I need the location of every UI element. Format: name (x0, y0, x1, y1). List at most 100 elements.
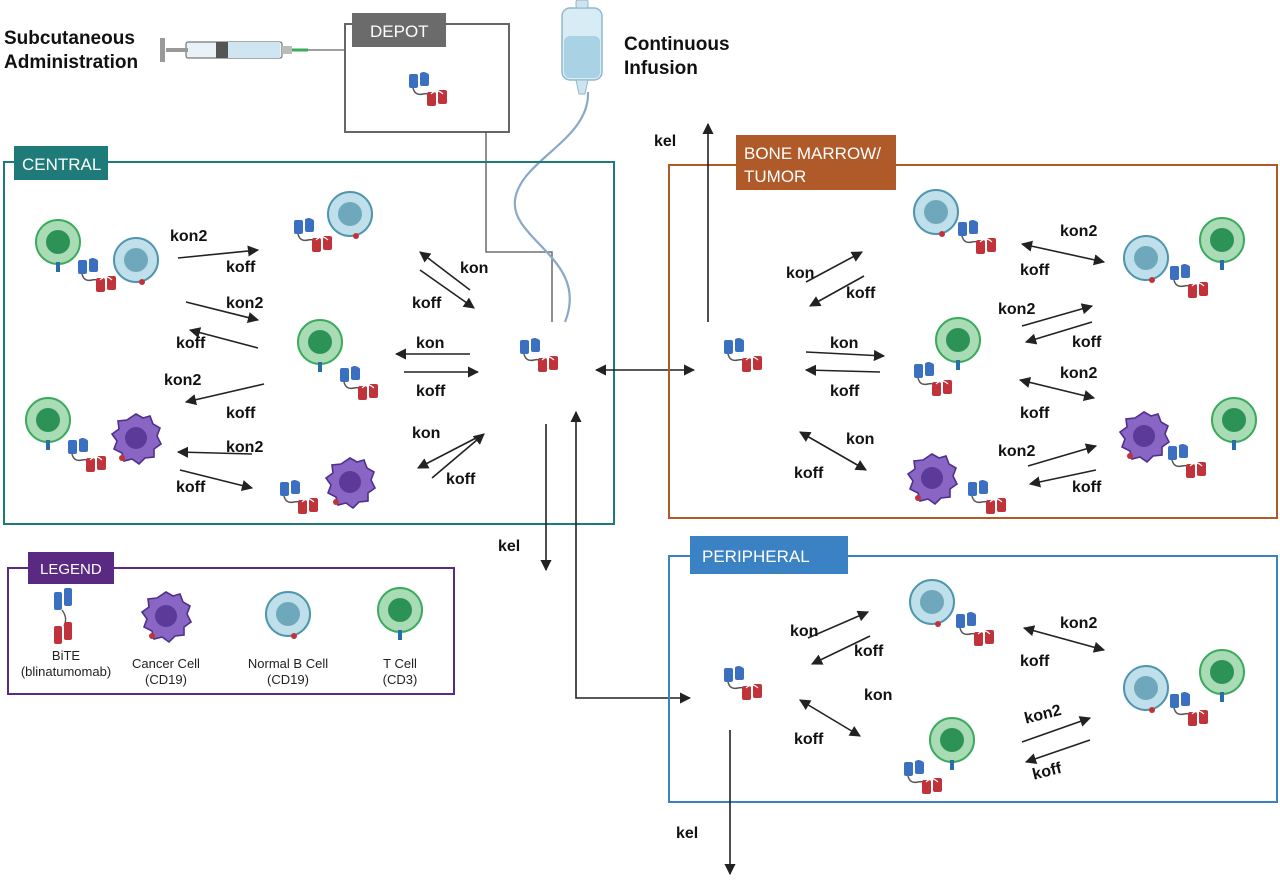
bm-free-bite-icon (723, 336, 763, 373)
bcell-icon (913, 189, 959, 238)
bcell-icon (909, 579, 955, 628)
rate-label: koff (176, 479, 206, 496)
bcell-icon (327, 191, 373, 240)
bite-icon (339, 364, 379, 401)
legend-box (7, 567, 455, 695)
depot-label: DEPOT (370, 22, 429, 41)
legend-cancer-cell-icon (141, 591, 192, 643)
bite-icon (1167, 442, 1207, 479)
peripheral-free-bite-icon (723, 664, 763, 701)
depot-tag (352, 13, 446, 47)
rate-label: kon (416, 335, 444, 352)
rate-label: koff (830, 383, 860, 400)
rate-label: kon2 (170, 228, 207, 245)
infusion-label: Continuous (624, 34, 730, 55)
peripheral-tag (690, 536, 848, 574)
rate-label: kon (790, 623, 818, 640)
bm-kel-label: kel (654, 133, 676, 150)
rate-label: kon2 (226, 295, 263, 312)
rate-label: kon2 (998, 443, 1035, 460)
rate-label: koff (446, 471, 476, 488)
bcell-icon (1123, 235, 1169, 284)
rate-label: koff (1020, 653, 1050, 670)
rate-label: koff (226, 405, 256, 422)
bone-marrow-tag (736, 135, 896, 190)
tcell-icon (935, 317, 981, 371)
bite-icon (1169, 690, 1209, 727)
rate-label: kon (412, 425, 440, 442)
rate-label: kon (786, 265, 814, 282)
legend-bite-icon (54, 588, 72, 644)
bcell-icon (1123, 665, 1169, 714)
bite-icon (77, 256, 117, 293)
rate-label: kon (830, 335, 858, 352)
legend-bcell-name: Normal B Cell (248, 656, 328, 671)
syringe-icon (158, 36, 310, 64)
bite-icon (957, 218, 997, 255)
bite-icon (903, 758, 943, 795)
central-free-bite-icon (519, 336, 559, 373)
tcell-icon (929, 717, 975, 771)
central-tag (14, 146, 108, 180)
rate-label: koff (846, 285, 876, 302)
bite-icon (913, 360, 953, 397)
central-kel-label: kel (498, 538, 520, 555)
tcell-icon (1199, 649, 1245, 703)
legend-tcell-sub: (CD3) (383, 672, 418, 687)
administration-label: Administration (4, 52, 138, 73)
rate-label: kon2 (1023, 702, 1063, 728)
rate-label: kon2 (1060, 365, 1097, 382)
bite-icon (967, 478, 1007, 515)
cancer-cell-icon (1119, 411, 1170, 463)
legend-tcell-icon (377, 587, 423, 641)
tumor-label: TUMOR (744, 167, 806, 186)
legend-cancer-name: Cancer Cell (132, 656, 200, 671)
rate-label: koff (794, 465, 824, 482)
legend-tcell-name: T Cell (383, 656, 417, 671)
subcutaneous-label: Subcutaneous (4, 28, 135, 49)
cancer-cell-icon (325, 457, 376, 509)
rate-label: kon2 (164, 372, 201, 389)
peripheral-kel-label: kel (676, 825, 698, 842)
rate-label: koff (412, 295, 442, 312)
legend-bite-sub: (blinatumomab) (21, 664, 111, 679)
tcell-icon (1211, 397, 1257, 451)
central-compartment (3, 161, 615, 525)
rate-label: koff (176, 335, 206, 352)
rate-label: koff (1031, 760, 1064, 784)
rate-label: kon2 (1060, 223, 1097, 240)
iv-bag-icon (561, 0, 603, 95)
bite-icon (67, 436, 107, 473)
rate-label: koff (1020, 405, 1050, 422)
legend-label: LEGEND (40, 561, 102, 578)
rate-label: koff (854, 643, 884, 660)
legend-bcell-icon (265, 591, 311, 640)
bcell-icon (113, 237, 159, 286)
bite-icon (279, 478, 319, 515)
bite-icon (955, 610, 995, 647)
bone-marrow-compartment (668, 164, 1278, 519)
bite-icon (1169, 262, 1209, 299)
rate-label: koff (794, 731, 824, 748)
rate-label: koff (416, 383, 446, 400)
rate-label: kon (460, 260, 488, 277)
rate-label: kon (864, 687, 892, 704)
tcell-icon (1199, 217, 1245, 271)
tcell-icon (35, 219, 81, 273)
rate-label: kon2 (1060, 615, 1097, 632)
bone-marrow-label: BONE MARROW/ (744, 144, 881, 163)
rate-label: koff (226, 259, 256, 276)
central-label: CENTRAL (22, 155, 101, 174)
rate-label: kon2 (998, 301, 1035, 318)
cancer-cell-icon (111, 413, 162, 465)
rate-label: koff (1020, 262, 1050, 279)
rate-label: koff (1072, 479, 1102, 496)
peripheral-compartment (668, 555, 1278, 803)
peripheral-label: PERIPHERAL (702, 547, 810, 566)
legend-tag (28, 552, 114, 584)
rate-label: kon2 (226, 439, 263, 456)
rate-label: koff (1072, 334, 1102, 351)
depot-bite-icon (408, 70, 448, 107)
legend-bcell-sub: (CD19) (267, 672, 309, 687)
